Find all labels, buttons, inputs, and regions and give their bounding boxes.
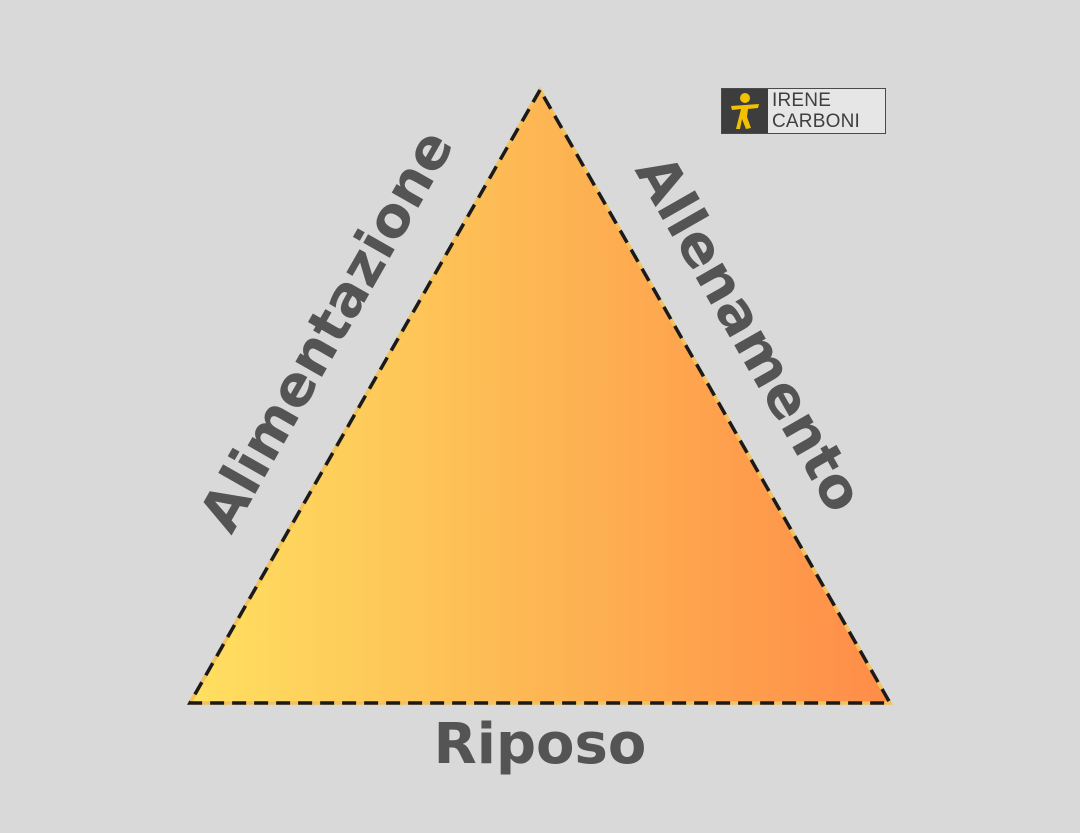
- triangle-fill: [190, 90, 890, 703]
- brand-name-line2: CARBONI: [772, 111, 860, 132]
- label-riposo: Riposo: [434, 712, 647, 777]
- triangle-edge-dashes: [186, 86, 894, 705]
- brand-name-line1: IRENE: [772, 90, 832, 111]
- brand-logo: IRENE CARBONI: [721, 88, 886, 134]
- running-figure-icon: [722, 89, 768, 133]
- brand-name: IRENE CARBONI: [768, 89, 860, 133]
